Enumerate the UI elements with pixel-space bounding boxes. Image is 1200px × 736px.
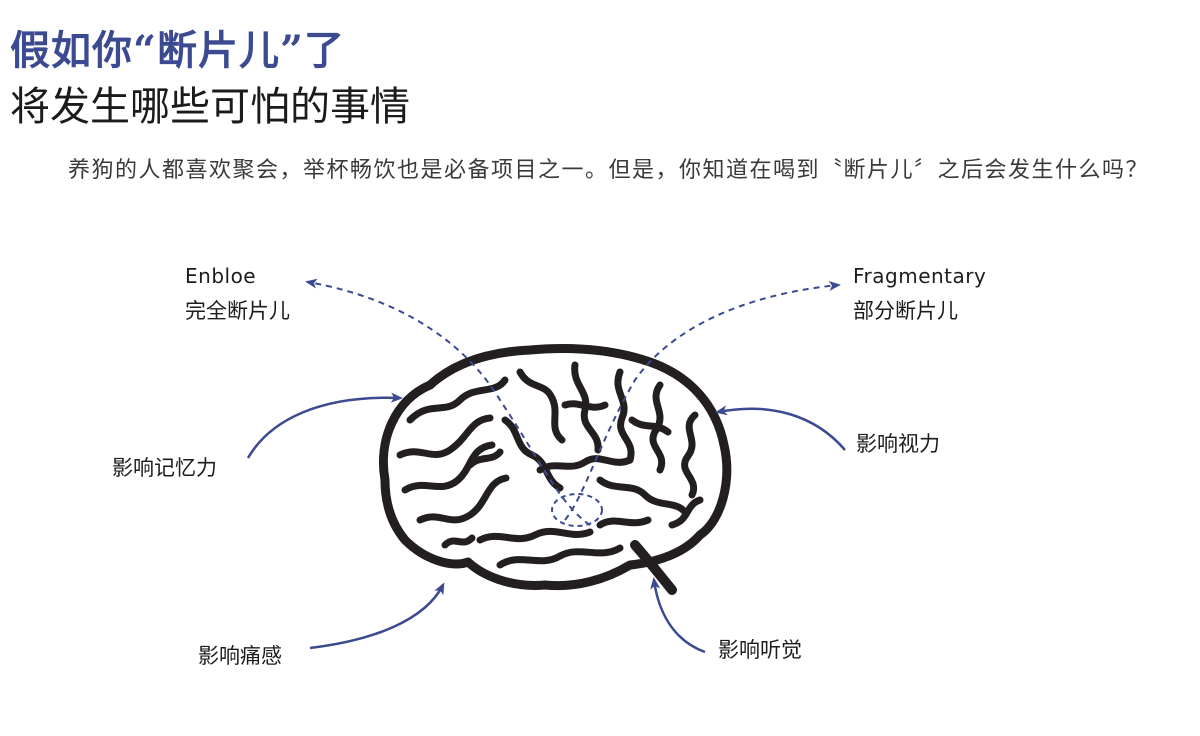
brain-icon [378, 344, 732, 595]
type-fragmentary-en: Fragmentary [853, 264, 987, 288]
type-enbloe-zh: 完全断片儿 [185, 299, 290, 323]
arrow-vision [715, 405, 846, 451]
arrow-hearing [650, 577, 706, 654]
page-title-line1: 假如你“断片儿”了 [10, 27, 346, 74]
effect-pain-label: 影响痛感 [198, 644, 282, 668]
type-fragmentary-zh: 部分断片儿 [853, 299, 958, 323]
effect-hearing-label: 影响听觉 [718, 638, 802, 662]
type-enbloe-en: Enbloe [185, 264, 257, 288]
effect-memory-label: 影响记忆力 [112, 456, 217, 480]
dashed-loop [551, 493, 603, 527]
effect-vision-label: 影响视力 [856, 432, 940, 456]
intro-paragraph: 养狗的人都喜欢聚会，举杯畅饮也是必备项目之一。但是，你知道在喝到〝断片儿〞之后会… [68, 158, 1150, 183]
arrow-memory [246, 392, 403, 459]
arrow-pain [309, 582, 445, 650]
page-title-line2: 将发生哪些可怕的事情 [10, 84, 410, 130]
arrow-to-fragmentary [564, 280, 841, 521]
